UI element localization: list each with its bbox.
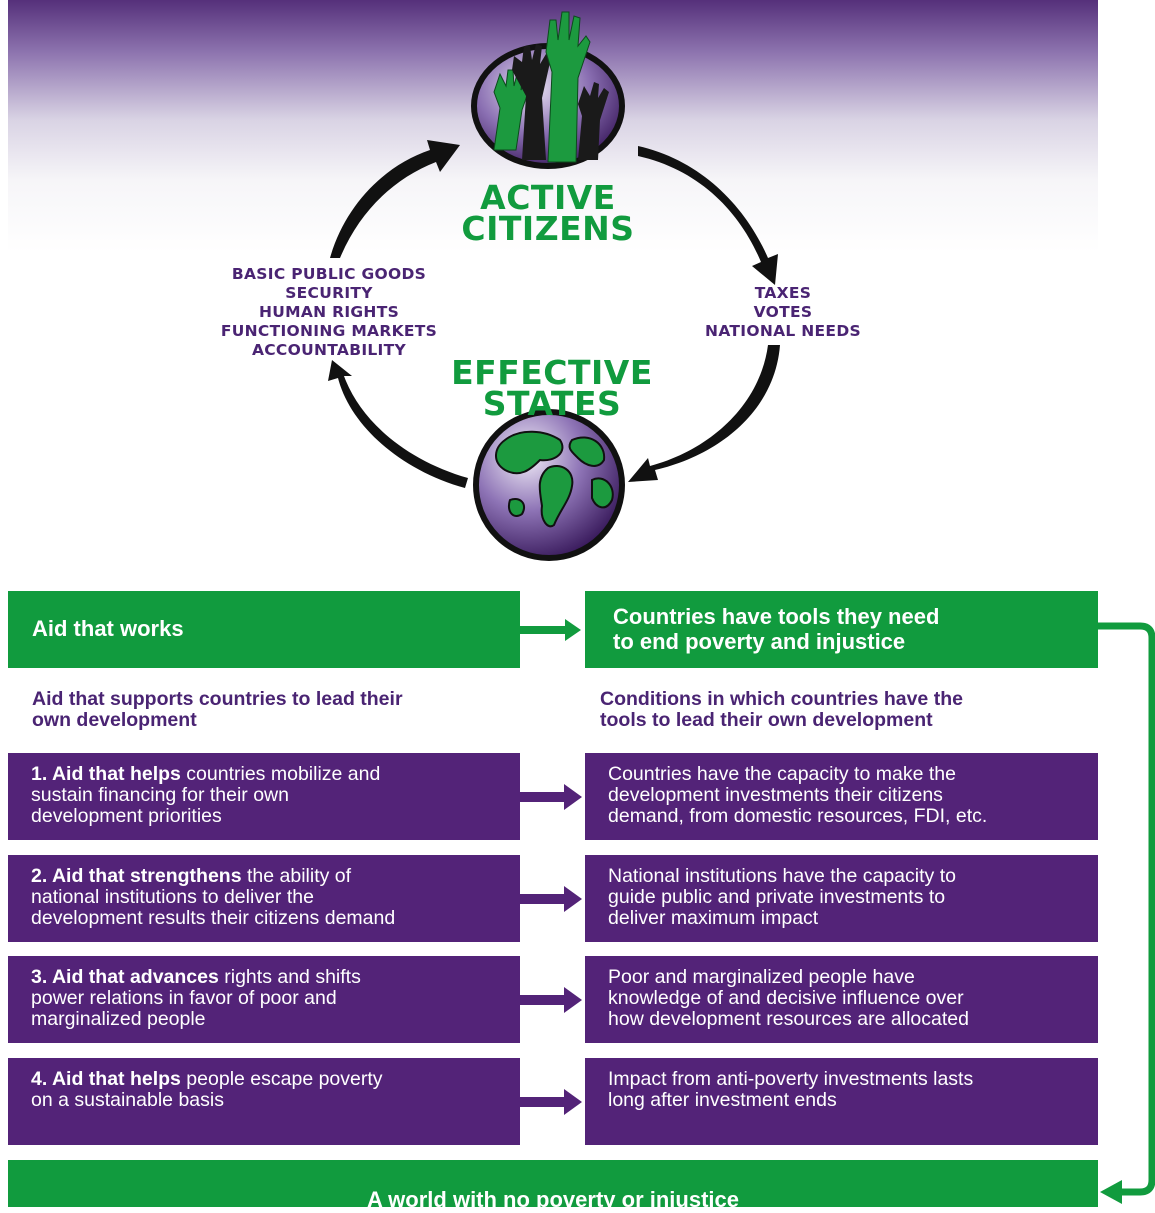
row-text: sustain financing for their own <box>31 784 289 806</box>
row-text: people escape poverty <box>180 1068 383 1090</box>
list-item: FUNCTIONING MARKETS <box>220 322 438 340</box>
row-arrow-2 <box>520 886 582 912</box>
list-item: VOTES <box>753 303 813 321</box>
list-item: TAXES <box>754 284 812 302</box>
arrow-to-citizens <box>330 140 460 258</box>
row-text: National institutions have the capacity … <box>608 865 956 887</box>
left-column-heading: Aid that supports countries to lead thei… <box>32 689 512 731</box>
list-item: SECURITY <box>285 284 373 302</box>
row-text: deliver maximum impact <box>608 907 819 929</box>
heading-line: Conditions in which countries have the <box>600 688 963 710</box>
row-text: Countries have the capacity to make the <box>608 763 956 785</box>
banner-line: Countries have tools they need <box>613 604 940 629</box>
aid-row-1-right: Countries have the capacity to make the … <box>585 753 1098 840</box>
row-text: guide public and private investments to <box>608 886 946 908</box>
row-text: marginalized people <box>31 1008 206 1030</box>
row-bold-lead: 4. Aid that helps <box>31 1068 181 1090</box>
footer-banner: A world with no poverty or injustice <box>8 1160 1098 1212</box>
right-column-heading: Conditions in which countries have the t… <box>600 689 1090 731</box>
row-bold-lead: 2. Aid that strengthens <box>31 865 242 887</box>
title-line: EFFECTIVE <box>451 353 653 392</box>
banner-arrow <box>520 619 581 641</box>
row-text: rights and shifts <box>218 966 361 988</box>
heading-line: tools to lead their own development <box>600 709 933 731</box>
aid-row-4-right: Impact from anti-poverty investments las… <box>585 1058 1098 1145</box>
cycle-arrows <box>328 140 780 488</box>
title-line: STATES <box>482 384 622 423</box>
citizen-inputs-list: TAXES VOTES NATIONAL NEEDS <box>703 284 863 341</box>
row-arrow-1 <box>520 784 582 810</box>
arrow-to-left-labels <box>328 360 468 488</box>
arrow-to-right-labels <box>638 146 778 285</box>
row-arrow-4 <box>520 1089 582 1115</box>
row-text: how development resources are allocated <box>608 1008 969 1030</box>
aid-row-4-left: 4. Aid that helps people escape poverty … <box>8 1058 520 1145</box>
row-text: Impact from anti-poverty investments las… <box>608 1068 974 1090</box>
row-text: development priorities <box>31 805 222 827</box>
aid-row-1-left: 1. Aid that helps countries mobilize and… <box>8 753 520 840</box>
state-outputs-list: BASIC PUBLIC GOODS SECURITY HUMAN RIGHTS… <box>218 265 440 360</box>
aid-row-2-left: 2. Aid that strengthens the ability of n… <box>8 855 520 942</box>
title-line: ACTIVE <box>480 178 616 217</box>
footer-connector-head <box>1100 1180 1122 1204</box>
row-text: demand, from domestic resources, FDI, et… <box>608 805 988 827</box>
row-text: on a sustainable basis <box>31 1089 224 1111</box>
globe-icon <box>473 409 625 561</box>
row-text: power relations in favor of poor and <box>31 987 337 1009</box>
row-arrows <box>520 784 582 1115</box>
heading-line: own development <box>32 709 197 731</box>
row-text: development investments their citizens <box>608 784 943 806</box>
effective-states-title: EFFECTIVE STATES <box>402 353 702 423</box>
list-item: HUMAN RIGHTS <box>258 303 400 321</box>
list-item: BASIC PUBLIC GOODS <box>231 265 427 283</box>
active-citizens-title: ACTIVE CITIZENS <box>398 178 698 248</box>
title-line: CITIZENS <box>461 209 635 248</box>
banner-line: to end poverty and injustice <box>613 629 906 654</box>
raised-hands-icon <box>471 11 625 169</box>
row-bold-lead: 1. Aid that helps <box>31 763 181 785</box>
row-text: national institutions to deliver the <box>31 886 314 908</box>
list-item: NATIONAL NEEDS <box>705 322 861 340</box>
row-text: development results their citizens deman… <box>31 907 396 929</box>
countries-have-tools-banner: Countries have tools they need to end po… <box>585 591 1098 668</box>
list-item: ACCOUNTABILITY <box>251 341 407 359</box>
arrow-to-states <box>628 345 780 482</box>
aid-that-works-banner: Aid that works <box>8 591 520 668</box>
row-text: countries mobilize and <box>180 763 381 785</box>
heading-line: Aid that supports countries to lead thei… <box>32 688 403 710</box>
aid-row-2-right: National institutions have the capacity … <box>585 855 1098 942</box>
row-text: long after investment ends <box>608 1089 837 1111</box>
aid-row-3-left: 3. Aid that advances rights and shifts p… <box>8 956 520 1043</box>
aid-row-3-right: Poor and marginalized people have knowle… <box>585 956 1098 1043</box>
footer-label: A world with no poverty or injustice <box>367 1187 739 1212</box>
footer-connector-arrow <box>1098 622 1155 1196</box>
row-arrow-3 <box>520 987 582 1013</box>
row-text: the ability of <box>241 865 352 887</box>
row-text: Poor and marginalized people have <box>608 966 915 988</box>
row-text: knowledge of and decisive influence over <box>608 987 964 1009</box>
banner-label: Aid that works <box>32 616 184 641</box>
row-bold-lead: 3. Aid that advances <box>31 966 219 988</box>
